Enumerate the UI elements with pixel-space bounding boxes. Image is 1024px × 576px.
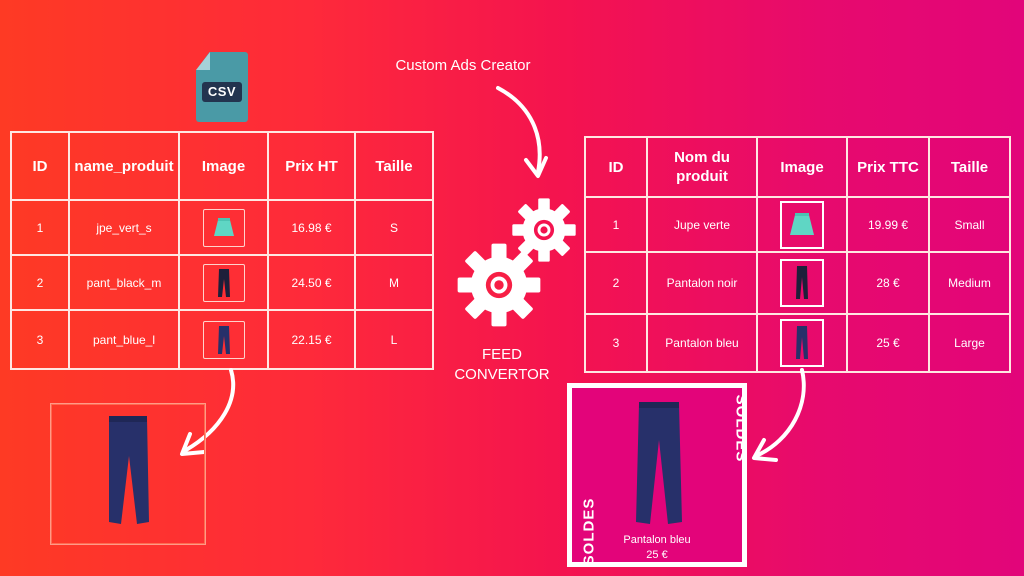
- cell-name: jpe_vert_s: [68, 199, 180, 256]
- csv-file-icon: CSV: [196, 52, 248, 122]
- blue-pants-thumbnail: [202, 320, 245, 359]
- header-image: Image: [178, 131, 269, 201]
- table-row: 2 pant_black_m 24.50 € M: [10, 254, 434, 311]
- cell-id: 2: [584, 251, 648, 315]
- arrow-creator-to-gears: [496, 86, 542, 174]
- cell-name: Jupe verte: [646, 196, 758, 253]
- cell-image: [178, 199, 269, 256]
- cell-image: [756, 251, 848, 315]
- header-size: Taille: [354, 131, 434, 201]
- custom-ads-creator-label: Custom Ads Creator: [395, 57, 531, 74]
- cell-id: 1: [10, 199, 70, 256]
- cell-price: 22.15 €: [267, 309, 356, 370]
- cell-id: 2: [10, 254, 70, 311]
- header-name: Nom du produit: [646, 136, 758, 198]
- cell-size: S: [354, 199, 434, 256]
- cell-size: Medium: [928, 251, 1011, 315]
- cell-name: pant_black_m: [68, 254, 180, 311]
- table-row: 3 pant_blue_l 22.15 € L: [10, 309, 434, 370]
- csv-label: CSV: [202, 82, 242, 102]
- black-pants-thumbnail: [780, 259, 824, 307]
- source-product-image: [50, 403, 206, 545]
- cell-size: Small: [928, 196, 1011, 253]
- blue-pants-image: [636, 402, 682, 524]
- header-price: Prix HT: [267, 131, 356, 201]
- source-feed-table: ID name_produit Image Prix HT Taille 1 j…: [10, 131, 434, 370]
- table-row: 1 Jupe verte 19.99 € Small: [584, 196, 1011, 253]
- cell-price: 16.98 €: [267, 199, 356, 256]
- green-skirt-thumbnail: [780, 200, 824, 249]
- cell-id: 3: [584, 313, 648, 373]
- feed-convertor-line1: FEED: [481, 346, 522, 363]
- header-size: Taille: [928, 136, 1011, 198]
- header-name: name_produit: [68, 131, 180, 201]
- arrow-left-table-to-preview: [184, 368, 236, 452]
- cell-size: L: [354, 309, 434, 370]
- cell-image: [178, 254, 269, 311]
- soldes-badge-top: SOLDES: [732, 394, 750, 463]
- table-header-row: ID name_produit Image Prix HT Taille: [10, 131, 434, 201]
- cell-image: [178, 309, 269, 370]
- small-gear-icon: [508, 194, 580, 266]
- header-id: ID: [584, 136, 648, 198]
- black-pants-thumbnail: [202, 263, 245, 302]
- table-header-row: ID Nom du produit Image Prix TTC Taille: [584, 136, 1011, 198]
- cell-name: Pantalon noir: [646, 251, 758, 315]
- large-gear-icon: [452, 238, 546, 332]
- feed-convertor-label: FEED CONVERTOR: [440, 345, 564, 385]
- ad-product-name: Pantalon bleu: [623, 534, 691, 546]
- blue-pants-image: [109, 416, 149, 524]
- cell-id: 3: [10, 309, 70, 370]
- cell-price: 24.50 €: [267, 254, 356, 311]
- cell-price: 19.99 €: [846, 196, 930, 253]
- ad-product-price: 25 €: [646, 549, 668, 561]
- cell-name: pant_blue_l: [68, 309, 180, 370]
- header-price: Prix TTC: [846, 136, 930, 198]
- cell-price: 28 €: [846, 251, 930, 315]
- cell-size: Large: [928, 313, 1011, 373]
- cell-image: [756, 196, 848, 253]
- header-image: Image: [756, 136, 848, 198]
- green-skirt-thumbnail: [202, 208, 245, 247]
- cell-name: Pantalon bleu: [646, 313, 758, 373]
- arrow-right-table-to-ad: [756, 368, 806, 457]
- cell-id: 1: [584, 196, 648, 253]
- feed-convertor-line2: CONVERTOR: [454, 366, 550, 383]
- header-id: ID: [10, 131, 70, 201]
- table-row: 3 Pantalon bleu 25 € Large: [584, 313, 1011, 373]
- blue-pants-thumbnail: [780, 319, 824, 367]
- table-row: 2 Pantalon noir 28 € Medium: [584, 251, 1011, 315]
- cell-price: 25 €: [846, 313, 930, 373]
- cell-size: M: [354, 254, 434, 311]
- table-row: 1 jpe_vert_s 16.98 € S: [10, 199, 434, 256]
- generated-ad-preview: SOLDES SOLDES Pantalon bleu 25 €: [567, 383, 750, 567]
- converted-feed-table: ID Nom du produit Image Prix TTC Taille …: [584, 136, 1011, 373]
